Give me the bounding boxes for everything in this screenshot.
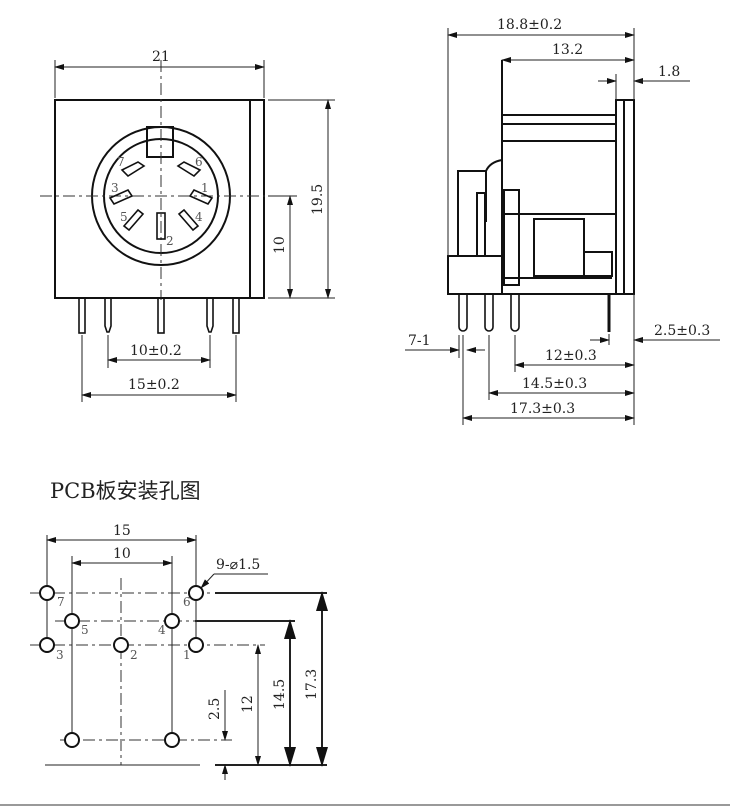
- dim-pin-width: 7-1: [408, 333, 431, 349]
- pin-number: 6: [195, 155, 203, 169]
- front-view: 7 6 3 1 5 4 2 21 19.5 10 10±0.2 15±0.2: [40, 49, 335, 402]
- dim-14-5: 14.5±0.3: [522, 376, 587, 392]
- dim-flange: 1.8: [658, 64, 680, 80]
- hole-number: 4: [158, 623, 166, 637]
- pin-number: 5: [120, 210, 128, 224]
- hole-number: 2: [130, 648, 138, 662]
- pin-number: 1: [201, 181, 209, 195]
- dim-17-3: 17.3: [304, 669, 320, 700]
- dim-2-5: 2.5±0.3: [654, 323, 710, 339]
- dim-10: 10: [113, 546, 131, 562]
- hole-callout: 9-⌀1.5: [216, 557, 260, 573]
- side-view: 18.8±0.2 13.2 1.8 2.5±0.3 7-1 12±0.3 14.…: [405, 17, 720, 425]
- dim-14-5: 14.5: [272, 679, 288, 710]
- dim-pin-spacing-outer: 15±0.2: [128, 377, 180, 393]
- dim-body-depth: 13.2: [552, 42, 583, 58]
- dim-center-height: 10: [272, 236, 288, 254]
- dim-17-3: 17.3±0.3: [510, 401, 575, 417]
- dim-12: 12±0.3: [545, 348, 597, 364]
- pcb-title: PCB板安装孔图: [50, 479, 201, 503]
- hole-number: 6: [183, 595, 191, 609]
- hole-number: 7: [57, 595, 65, 609]
- hole-number: 3: [56, 648, 64, 662]
- hole-number: 1: [183, 648, 191, 662]
- dim-pin-spacing-inner: 10±0.2: [130, 343, 182, 359]
- dim-2-5: 2.5: [207, 698, 223, 720]
- pcb-layout: PCB板安装孔图 7 6 5 4 3 2 1 15 10 9-⌀1.5: [30, 479, 328, 780]
- dim-15: 15: [113, 523, 131, 539]
- pin-number: 3: [111, 181, 119, 195]
- hole-number: 5: [81, 623, 89, 637]
- pin-number: 2: [166, 234, 174, 248]
- pin-number: 4: [195, 210, 203, 224]
- pin-number: 7: [117, 155, 125, 169]
- dim-total-depth: 18.8±0.2: [497, 17, 562, 33]
- dim-12: 12: [240, 695, 256, 713]
- dim-width: 21: [152, 49, 170, 65]
- dim-height: 19.5: [310, 184, 326, 215]
